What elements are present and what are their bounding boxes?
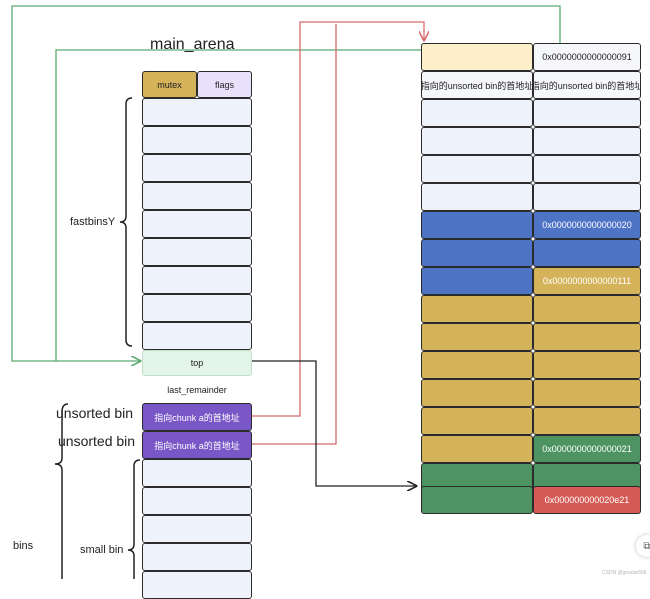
arrow-fd-to-top: [11, 5, 561, 361]
heap-cell: [533, 127, 641, 155]
small-bin-slot: [142, 459, 252, 487]
arrow-top-to-topchunk: [214, 360, 416, 486]
heap-cell: [421, 99, 533, 127]
arrow-unsorted1-to-chunk: [252, 21, 424, 417]
chunk-c-data: [421, 323, 533, 351]
fastbin-slot: [142, 154, 252, 182]
top-chunk-size: 0x000000000020e21: [533, 486, 641, 514]
unsorted-bin-fd-cell: 指向chunk a的首地址: [142, 403, 252, 431]
unsorted-brace: [54, 403, 69, 579]
fastbin-slot: [142, 210, 252, 238]
chunk-d-prev-size: [421, 435, 533, 463]
chunk-c-size: 0x0000000000000111: [533, 267, 641, 295]
chunk-c-data: [533, 323, 641, 351]
fastbin-slot: [142, 126, 252, 154]
chunk-b-data: [421, 239, 533, 267]
top-cell: top: [142, 350, 252, 376]
chunk-c-data: [421, 351, 533, 379]
small-bin-slot: [142, 571, 252, 599]
small-bin-slot: [142, 543, 252, 571]
chunk-b-size: 0x0000000000000020: [533, 211, 641, 239]
fastbin-slot: [142, 182, 252, 210]
unsorted-bin-label-2: unsorted bin: [58, 433, 136, 449]
mutex-cell: mutex: [142, 71, 197, 98]
last-remainder-cell: last_remainder: [142, 376, 252, 403]
heap-cell: [533, 155, 641, 183]
clip-icon[interactable]: ⧉: [636, 535, 650, 557]
chunk-c-data: [421, 407, 533, 435]
fastbin-slot: [142, 294, 252, 322]
small-bin-brace: [127, 459, 141, 579]
chunk-a-size: 0x0000000000000091: [533, 43, 641, 71]
fastbins-label: fastbinsY: [70, 216, 116, 228]
heap-cell: [533, 183, 641, 211]
arrow-bk-to-top: [55, 49, 451, 361]
fastbin-slot: [142, 98, 252, 126]
fastbin-slot: [142, 322, 252, 350]
chunk-c-prev-size: [421, 267, 533, 295]
watermark: CSDN @gnudar666: [602, 570, 647, 576]
small-bin-slot: [142, 515, 252, 543]
small-bin-label: small bin: [80, 544, 124, 556]
unsorted-bin-bk-cell: 指向chunk a的首地址: [142, 431, 252, 459]
chunk-a-fd: 指向的unsorted bin的首地址: [421, 71, 533, 99]
chunk-c-data: [421, 295, 533, 323]
chunk-c-data: [421, 379, 533, 407]
chunk-b-prev-size: [421, 211, 533, 239]
chunk-c-data: [533, 407, 641, 435]
fastbin-slot: [142, 266, 252, 294]
chunk-c-data: [533, 351, 641, 379]
chunk-a-bk: 指向的unsorted bin的首地址: [533, 71, 641, 99]
top-chunk-prev-size: [421, 486, 533, 514]
fastbins-brace: [119, 97, 133, 347]
arrow-unsorted2-to-chunk: [252, 24, 337, 445]
chunk-a-prev-size: [421, 43, 533, 71]
bins-label: bins: [13, 540, 34, 552]
heap-cell: [421, 155, 533, 183]
chunk-c-data: [533, 295, 641, 323]
unsorted-bin-label-1: unsorted bin: [56, 405, 134, 421]
chunk-d-size: 0x0000000000000021: [533, 435, 641, 463]
fastbin-slot: [142, 238, 252, 266]
heap-cell: [421, 127, 533, 155]
heap-cell: [533, 99, 641, 127]
chunk-b-data: [533, 239, 641, 267]
main-arena-title: main_arena: [150, 36, 235, 53]
chunk-c-data: [533, 379, 641, 407]
heap-cell: [421, 183, 533, 211]
flags-cell: flags: [197, 71, 252, 98]
small-bin-slot: [142, 487, 252, 515]
